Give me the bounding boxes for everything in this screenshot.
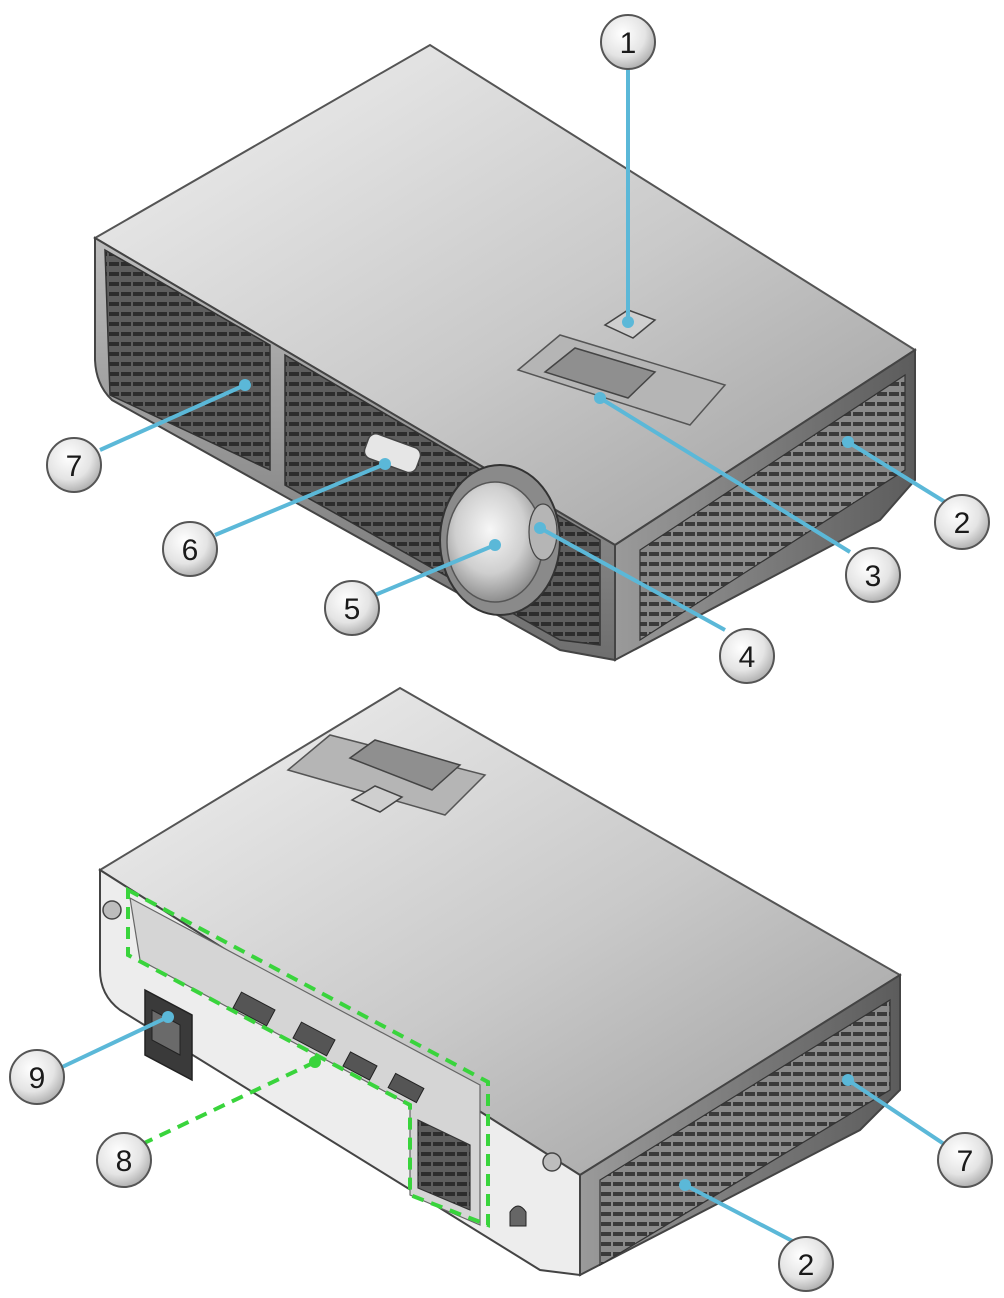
leader-4 xyxy=(539,526,726,632)
leader-2 xyxy=(846,440,947,504)
rear-power-button xyxy=(350,785,404,813)
callout-3: 3 xyxy=(845,547,901,603)
callout-label: 7 xyxy=(66,450,83,483)
callout-label: 3 xyxy=(865,560,882,593)
callout-bubble xyxy=(324,580,380,636)
leader-7 xyxy=(99,383,246,452)
callout-2: 2 xyxy=(934,494,990,550)
callout-label: 4 xyxy=(739,641,756,674)
leader-8 xyxy=(139,1060,316,1147)
rear-vent-small xyxy=(417,1119,471,1211)
leader-lines-top xyxy=(99,68,947,632)
callout-label: 2 xyxy=(798,1249,815,1282)
leader-dot-1 xyxy=(622,316,634,328)
leader-6 xyxy=(214,462,386,537)
callout-bubble xyxy=(778,1236,834,1292)
leader-3 xyxy=(598,396,852,554)
leader-dot-4 xyxy=(534,522,546,534)
callout-bubble xyxy=(934,494,990,550)
zoom-slider xyxy=(543,347,657,399)
leader-9 xyxy=(59,1015,169,1070)
callout-8: 8 xyxy=(96,1132,152,1188)
port-3 xyxy=(342,1051,378,1081)
kensington-lock-icon xyxy=(509,1205,527,1227)
leader-dot-9 xyxy=(162,1011,174,1023)
port-1 xyxy=(232,991,276,1027)
io-highlight-outline xyxy=(126,886,490,1228)
callout-label: 2 xyxy=(954,507,971,540)
callout-4: 4 xyxy=(719,628,775,684)
port-2 xyxy=(292,1021,336,1057)
leader-dot-8 xyxy=(309,1056,321,1068)
leader-dot-2 xyxy=(842,436,854,448)
callout-bubble xyxy=(719,628,775,684)
callout-bubble xyxy=(46,437,102,493)
callout-label: 9 xyxy=(29,1062,46,1095)
callouts-bottom: 9 8 7 2 xyxy=(9,1049,993,1292)
rear-zoom-slider xyxy=(348,739,462,791)
callout-bubble xyxy=(9,1049,65,1105)
leader-5 xyxy=(374,543,496,597)
callout-label: 1 xyxy=(620,27,637,60)
leader-dot-2b xyxy=(679,1179,691,1191)
callout-2b: 2 xyxy=(778,1236,834,1292)
leader-7b xyxy=(846,1078,952,1150)
callout-bubble xyxy=(845,547,901,603)
side-vent-right xyxy=(639,373,906,642)
leader-dot-7b xyxy=(842,1074,854,1086)
callout-6: 6 xyxy=(162,521,218,577)
left-vent xyxy=(104,248,271,472)
callout-bubble xyxy=(162,521,218,577)
leader-8-group xyxy=(139,1056,321,1147)
callout-9: 9 xyxy=(9,1049,65,1105)
callout-bubble xyxy=(96,1132,152,1188)
projector-rear-view xyxy=(98,686,902,1277)
callout-label: 8 xyxy=(116,1145,133,1178)
callout-label: 7 xyxy=(957,1145,974,1178)
callout-5: 5 xyxy=(324,580,380,636)
leader-dot-7 xyxy=(239,379,251,391)
callouts-top: 1 2 3 4 5 6 7 xyxy=(46,14,990,684)
screw-left xyxy=(102,900,122,920)
callout-bubble xyxy=(937,1132,993,1188)
leader-dot-6 xyxy=(379,458,391,470)
port-4 xyxy=(387,1072,425,1104)
callout-1: 1 xyxy=(600,14,656,70)
callout-7b: 7 xyxy=(937,1132,993,1188)
screw-right xyxy=(542,1152,562,1172)
callout-label: 5 xyxy=(344,593,361,626)
callout-bubble xyxy=(600,14,656,70)
rear-side-vent xyxy=(599,998,891,1267)
leader-2b xyxy=(684,1183,801,1247)
leader-lines-bottom xyxy=(59,1011,952,1247)
leader-dot-5 xyxy=(489,539,501,551)
projector-front-view xyxy=(93,43,917,662)
leader-dot-3 xyxy=(594,392,606,404)
callout-label: 6 xyxy=(182,534,199,567)
callout-7: 7 xyxy=(46,437,102,493)
